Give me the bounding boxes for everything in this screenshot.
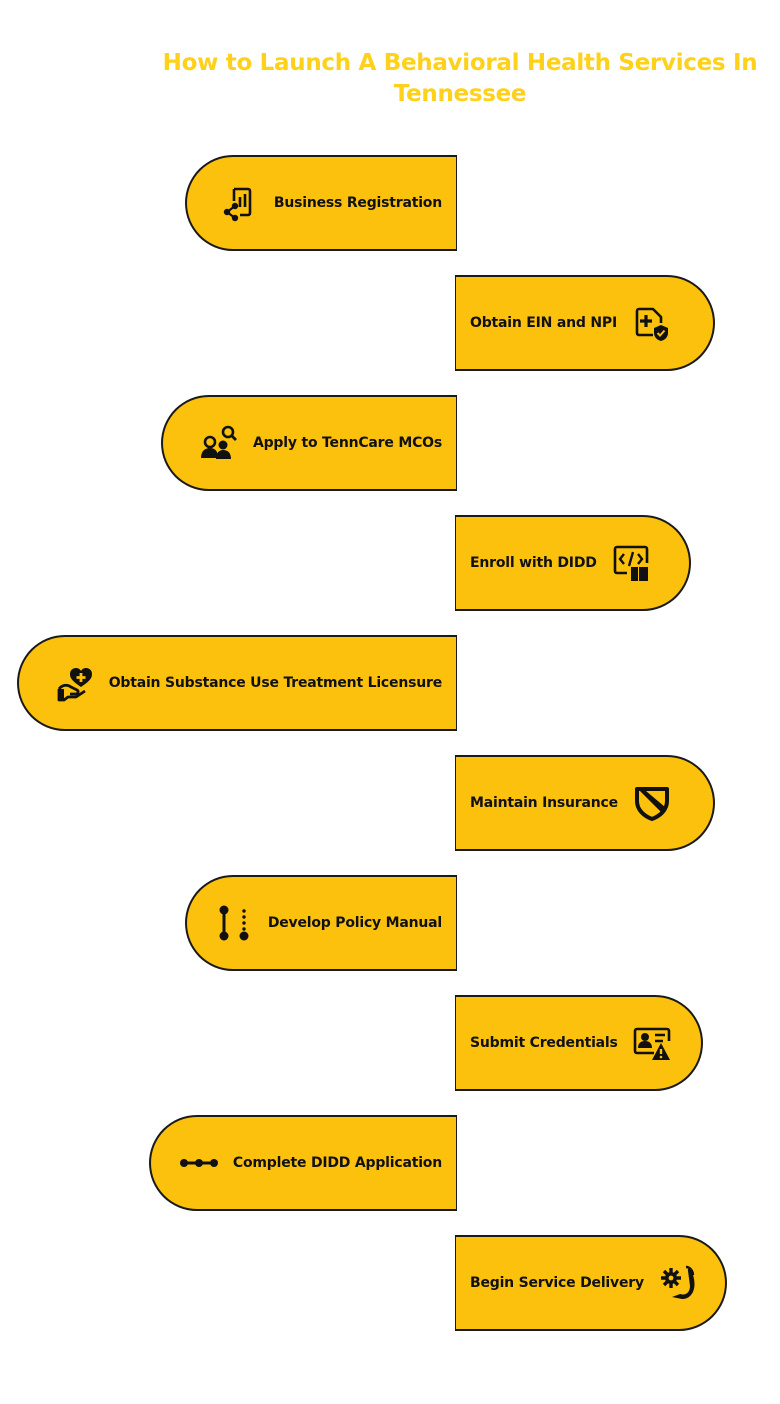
step-apply-tenncare: Apply to TennCare MCOs <box>161 395 457 491</box>
step-label: Complete DIDD Application <box>232 1155 442 1171</box>
step-label: Begin Service Delivery <box>470 1275 644 1291</box>
shield-icon <box>632 783 672 823</box>
hand-gear-icon <box>658 1263 698 1303</box>
step-maintain-insurance: Maintain Insurance <box>455 755 715 851</box>
code-book-icon <box>611 543 651 583</box>
connected-dots-icon <box>179 1143 219 1183</box>
step-obtain-licensure: Obtain Substance Use Treatment Licensure <box>17 635 457 731</box>
document-chart-share-icon <box>220 183 260 223</box>
step-business-registration: Business Registration <box>185 155 457 251</box>
step-label: Develop Policy Manual <box>267 915 442 931</box>
step-label: Apply to TennCare MCOs <box>252 435 442 451</box>
medical-document-shield-icon <box>631 303 671 343</box>
diagram-title: How to Launch A Behavioral Health Servic… <box>162 50 758 107</box>
step-label: Obtain Substance Use Treatment Licensure <box>108 675 443 691</box>
step-develop-policy-manual: Develop Policy Manual <box>185 875 457 971</box>
git-branch-icon <box>214 903 254 943</box>
step-begin-service-delivery: Begin Service Delivery <box>455 1235 727 1331</box>
step-enroll-didd: Enroll with DIDD <box>455 515 691 611</box>
step-label: Maintain Insurance <box>470 795 618 811</box>
step-label: Submit Credentials <box>470 1035 618 1051</box>
id-card-warning-icon <box>632 1023 672 1063</box>
step-label: Business Registration <box>273 195 442 211</box>
step-submit-credentials: Submit Credentials <box>455 995 703 1091</box>
step-complete-didd-application: Complete DIDD Application <box>149 1115 457 1211</box>
step-label: Obtain EIN and NPI <box>470 315 617 331</box>
step-obtain-ein-npi: Obtain EIN and NPI <box>455 275 715 371</box>
step-label: Enroll with DIDD <box>470 555 597 571</box>
hand-heart-plus-icon <box>55 663 95 703</box>
people-search-icon <box>199 423 239 463</box>
